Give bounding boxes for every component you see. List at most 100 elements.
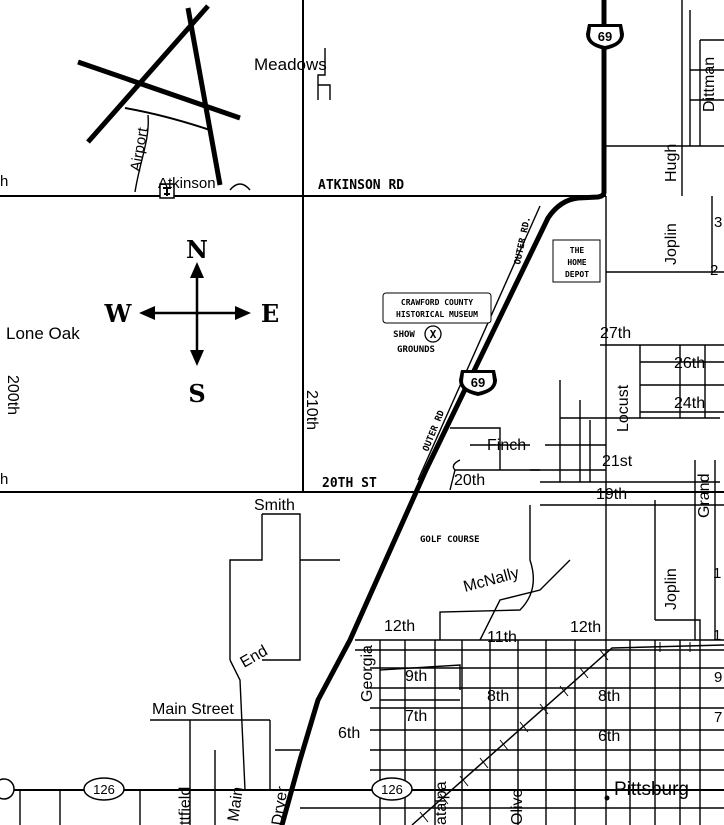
- compass-east-label: E: [261, 299, 279, 328]
- twentieth-label: 20th: [454, 472, 485, 489]
- dittman-label: Dittman: [701, 57, 718, 112]
- grand-label: Grand: [696, 474, 713, 518]
- ne-streets: [690, 39, 724, 101]
- dryer-label: Dryer: [269, 785, 291, 825]
- home-depot-line3: DEPOT: [565, 270, 589, 279]
- town-east-verticals: [559, 345, 716, 640]
- smith-road: [229, 513, 301, 661]
- west-k126-spurs: [19, 790, 141, 825]
- railroad-ties: [419, 642, 691, 823]
- edge-right-label-3: 1: [713, 565, 721, 582]
- nineteenth-label: 19th: [596, 486, 627, 503]
- ttfield-label: ttfield: [177, 787, 194, 825]
- airport-taxiway: [124, 107, 211, 131]
- smith-label: Smith: [254, 497, 295, 514]
- atalpa-label: atalpa: [433, 781, 450, 825]
- compass-rose: N S W E: [104, 235, 280, 408]
- joplin-top-label: Joplin: [663, 223, 680, 265]
- compass-north-label: N: [186, 235, 208, 264]
- pittsburg-dot-icon: [604, 795, 610, 801]
- ninth-label: 9th: [405, 668, 427, 685]
- joplin-bottom-label: Joplin: [663, 568, 680, 610]
- edge-right-label-5: 9: [714, 669, 722, 686]
- museum-line2: HISTORICAL MUSEUM: [396, 310, 478, 319]
- twenty-fourth-label: 24th: [674, 395, 705, 412]
- twentieth-curve: [452, 459, 461, 471]
- main-label: Main: [225, 786, 247, 823]
- south-arrow-icon: [190, 350, 204, 366]
- show-grounds-line1: SHOW: [393, 330, 415, 340]
- end-label: End: [238, 643, 271, 672]
- outer-road-line: [417, 205, 541, 481]
- town-south-verticals: [379, 640, 701, 825]
- golf-course-label: GOLF COURSE: [420, 535, 480, 545]
- show-grounds-x: X: [430, 328, 437, 341]
- finch-area: [449, 427, 540, 491]
- airport-icon: [159, 183, 175, 199]
- edge-right-label-1: 3: [714, 214, 722, 231]
- home-depot-line1: THE: [570, 246, 585, 255]
- twenty-first-label: 21st: [602, 453, 633, 470]
- twelfth-left-label: 12th: [384, 618, 415, 635]
- k126-shield-left: 126: [83, 777, 125, 801]
- two-hundredth-label: 200th: [4, 375, 21, 415]
- home-depot-line2: HOME: [567, 258, 586, 267]
- edge-right-label-4: 1: [713, 627, 721, 644]
- compass-west-label: W: [104, 299, 133, 328]
- meadows-label: Meadows: [254, 55, 327, 74]
- locust-label: Locust: [615, 384, 632, 432]
- end-road: [229, 659, 246, 791]
- us69-top-number: 69: [598, 29, 612, 44]
- twenty-seventh-label: 27th: [600, 325, 631, 342]
- airport-road: [134, 114, 149, 193]
- sixth-right-label: 6th: [598, 728, 620, 745]
- left-edge-label-1: h: [0, 173, 8, 190]
- home-depot-box: THE HOME DEPOT: [552, 239, 601, 283]
- runway-2: [86, 4, 210, 144]
- us69-highway: [279, 0, 607, 825]
- left-edge-label-2: h: [0, 471, 8, 488]
- eleventh-label: 11th: [487, 629, 517, 646]
- eighth-left-label: 8th: [487, 688, 509, 705]
- railroad-line: [411, 644, 724, 825]
- us69-mid-number: 69: [471, 375, 485, 390]
- olive-label: Olive: [509, 788, 526, 825]
- runway-3: [185, 7, 223, 186]
- k126-left-number: 126: [93, 782, 115, 797]
- show-grounds-marker: SHOW X GROUNDS: [393, 325, 442, 355]
- airport-label: Airport: [127, 125, 152, 172]
- pittsburg-label: Pittsburg: [614, 779, 689, 800]
- town-south-horizontals: [300, 639, 724, 809]
- atkinson-label: Atkinson: [158, 175, 216, 192]
- meadows-streets: [317, 48, 331, 100]
- georgia-label: Georgia: [359, 645, 376, 702]
- atkinson-rd-label: ATKINSON RD: [318, 178, 404, 193]
- joplin-south: [655, 619, 701, 640]
- golf-road: [439, 505, 534, 640]
- mcnally-curve: [479, 559, 571, 641]
- edge-right-label-6: 7: [714, 709, 722, 726]
- museum-box: CRAWFORD COUNTY HISTORICAL MUSEUM: [382, 292, 492, 324]
- k126-shield-edge: [0, 778, 15, 800]
- north-arrow-icon: [190, 262, 204, 278]
- finch-label: Finch: [487, 437, 526, 454]
- main-street-area: [150, 719, 300, 825]
- atkinson-loop: [229, 183, 251, 191]
- east-arrow-icon: [235, 306, 251, 320]
- sixth-left-label: 6th: [338, 725, 360, 742]
- lone-oak-label: Lone Oak: [6, 324, 80, 343]
- k126-shield-right: 126: [371, 777, 413, 801]
- museum-line1: CRAWFORD COUNTY: [401, 298, 473, 307]
- west-arrow-icon: [139, 306, 155, 320]
- twelfth-right-label: 12th: [570, 619, 601, 636]
- show-grounds-line2: GROUNDS: [397, 345, 435, 355]
- mcnally-label: McNally: [462, 565, 521, 596]
- hugh-label: Hugh: [663, 144, 680, 182]
- runway-1: [77, 59, 241, 121]
- compass-south-label: S: [188, 379, 205, 408]
- two-tenth-label: 210th: [303, 390, 320, 430]
- main-street-label: Main Street: [152, 701, 234, 718]
- edge-right-label-2: 2: [710, 262, 718, 279]
